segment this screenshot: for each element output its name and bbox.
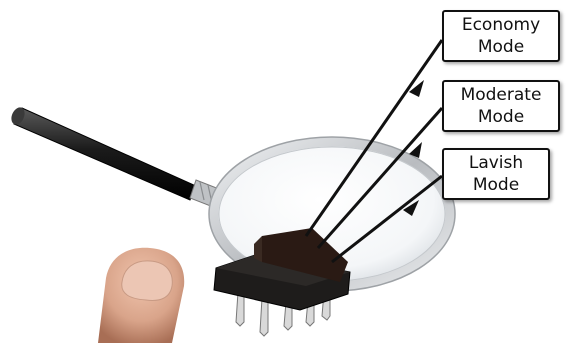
economy-mode-line1: Economy — [448, 14, 554, 36]
lavish-mode-label: Lavish Mode — [442, 148, 550, 200]
finger-icon — [98, 248, 184, 343]
magnifier-handle — [9, 105, 232, 212]
lavish-mode-line1: Lavish — [448, 152, 544, 174]
fingernail — [122, 261, 173, 301]
moderate-mode-label: Moderate Mode — [442, 80, 560, 132]
moderate-mode-line1: Moderate — [448, 84, 554, 106]
economy-mode-line2: Mode — [448, 36, 554, 58]
lavish-mode-line2: Mode — [448, 174, 544, 196]
moderate-mode-line2: Mode — [448, 106, 554, 128]
economy-mode-label: Economy Mode — [442, 10, 560, 62]
